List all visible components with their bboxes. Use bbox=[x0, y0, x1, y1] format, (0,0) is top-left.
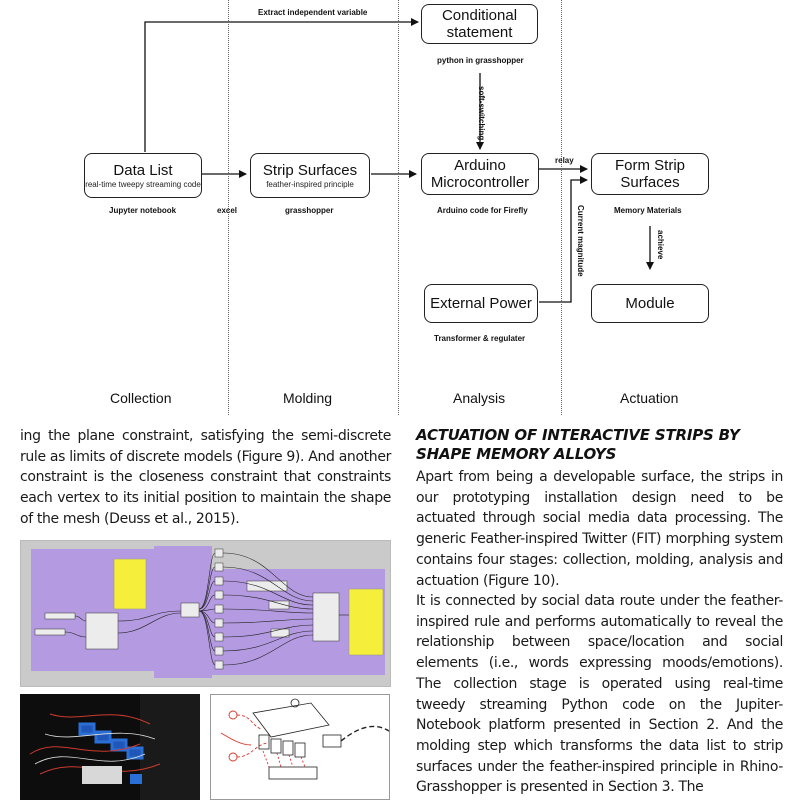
box-conditional-statement: Conditional statement bbox=[421, 4, 538, 44]
box-subtitle: feather-inspired principle bbox=[266, 180, 354, 189]
label-excel: excel bbox=[217, 206, 238, 215]
box-title: Data List bbox=[113, 162, 173, 179]
box-strip-surfaces: Strip Surfaces feather-inspired principl… bbox=[250, 153, 370, 198]
stage-separator bbox=[228, 0, 229, 415]
stage-label: Molding bbox=[283, 390, 333, 406]
section-heading: ACTUATION OF INTERACTIVE STRIPS BY SHAPE… bbox=[416, 426, 740, 463]
stage-separator bbox=[398, 0, 399, 415]
caption-strip-surfaces: grasshopper bbox=[285, 206, 334, 215]
box-title: External Power bbox=[430, 295, 532, 312]
box-title: Form Strip Surfaces bbox=[614, 157, 685, 191]
box-arduino: Arduino Microcontroller bbox=[421, 153, 539, 195]
label-achieve: achieve bbox=[656, 230, 665, 260]
box-title: Module bbox=[625, 295, 675, 312]
grasshopper-canvas bbox=[21, 541, 390, 686]
stage-label: Analysis bbox=[453, 390, 506, 406]
caption-data-list: Jupyter notebook bbox=[109, 206, 177, 215]
grasshopper-canvas-figure bbox=[20, 540, 391, 687]
box-data-list: Data List real-time tweepy streaming cod… bbox=[84, 153, 202, 198]
sketch-figure bbox=[210, 694, 390, 800]
caption-form-strip: Memory Materials bbox=[614, 206, 682, 215]
right-paragraph-1: Apart from being a developable surface, … bbox=[416, 469, 783, 589]
box-module: Module bbox=[591, 284, 709, 323]
box-subtitle: real-time tweepy streaming code bbox=[85, 180, 201, 189]
circuit-photo bbox=[20, 694, 200, 800]
prototype-photo bbox=[20, 694, 200, 800]
box-form-strip-surfaces: Form Strip Surfaces bbox=[591, 153, 709, 195]
label-soft-switching: soft-switching bbox=[477, 86, 486, 141]
diagram-connectors bbox=[144, 18, 654, 303]
box-title: Arduino Microcontroller bbox=[430, 157, 530, 191]
label-relay: relay bbox=[555, 156, 574, 165]
box-title: Conditional statement bbox=[441, 7, 518, 41]
installation-sketch bbox=[220, 698, 389, 780]
arrow-extract-variable bbox=[144, 18, 419, 152]
right-paragraph-2: It is connected by social data route und… bbox=[416, 593, 783, 796]
label-extract-variable: Extract independent variable bbox=[258, 8, 368, 17]
left-paragraph: ing the plane constraint, satisfying the… bbox=[20, 428, 391, 527]
caption-arduino: Arduino code for Firefly bbox=[437, 206, 528, 215]
stage-label: Collection bbox=[110, 390, 172, 406]
box-title: Strip Surfaces bbox=[262, 162, 358, 179]
stage-separator bbox=[561, 0, 562, 415]
stage-label: Actuation bbox=[620, 390, 679, 406]
caption-conditional: python in grasshopper bbox=[437, 56, 524, 65]
box-external-power: External Power bbox=[424, 284, 538, 323]
label-current-magnitude: Current magnitude bbox=[576, 205, 585, 277]
caption-external-power: Transformer & regulater bbox=[434, 334, 526, 343]
arrow-current-magnitude bbox=[539, 176, 588, 303]
